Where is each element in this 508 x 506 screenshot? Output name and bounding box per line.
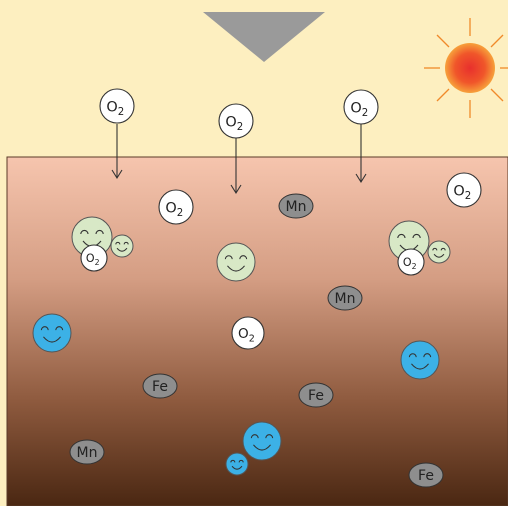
mineral-label: Mn: [286, 199, 307, 215]
oxygen-arrow: [111, 124, 123, 180]
sun-icon: [424, 18, 508, 118]
oxygen-symbol: O: [86, 252, 95, 265]
oxygen-molecule: O2: [99, 88, 135, 124]
oxygen-subscript: 2: [412, 262, 417, 271]
anaerobic-microbe-icon: [225, 452, 249, 476]
oxygen-symbol: O: [106, 99, 117, 115]
oxygen-arrow: [230, 138, 242, 195]
oxygen-molecule: O2: [231, 316, 265, 350]
svg-text:O2: O2: [165, 200, 183, 219]
oxygen-arrow: [355, 124, 367, 184]
oxygen-symbol: O: [238, 326, 249, 342]
mineral-label: Fe: [418, 468, 434, 484]
oxygen-symbol: O: [403, 256, 412, 269]
oxygen-subscript: 2: [95, 258, 100, 267]
anaerobic-microbe-icon: [242, 421, 282, 461]
oxygen-symbol: O: [225, 114, 236, 130]
mineral-label: Mn: [77, 445, 98, 461]
mineral-mn: Mn: [69, 439, 105, 465]
oxygen-molecule: O2: [218, 103, 254, 139]
oxygen-subscript: 2: [249, 334, 255, 345]
svg-text:O2: O2: [86, 252, 100, 267]
svg-text:O2: O2: [350, 100, 368, 119]
oxygen-symbol: O: [350, 100, 361, 116]
oxygen-molecule: O2: [158, 189, 194, 225]
oxygen-subscript: 2: [465, 191, 471, 202]
aerobic-microbe-icon: [427, 240, 451, 264]
svg-text:O2: O2: [106, 99, 124, 118]
mineral-mn: Mn: [278, 193, 314, 219]
oxygen-subscript: 2: [237, 122, 243, 133]
mineral-label: Mn: [335, 291, 356, 307]
anaerobic-microbe-icon: [32, 313, 72, 353]
mineral-label: Fe: [152, 379, 168, 395]
mineral-label: Fe: [308, 388, 324, 404]
oxygen-molecule: O2: [397, 248, 425, 276]
svg-text:O2: O2: [403, 256, 417, 271]
mineral-mn: Mn: [327, 285, 363, 311]
oxygen-subscript: 2: [118, 107, 124, 118]
oxygen-molecule: O2: [80, 244, 108, 272]
oxygen-subscript: 2: [177, 208, 183, 219]
mineral-fe: Fe: [142, 373, 178, 399]
oxygen-molecule: O2: [343, 89, 379, 125]
down-arrow-icon: [203, 12, 325, 62]
svg-text:O2: O2: [238, 326, 255, 345]
oxygen-symbol: O: [453, 183, 464, 199]
oxygen-symbol: O: [165, 200, 176, 216]
mineral-fe: Fe: [298, 382, 334, 408]
svg-text:O2: O2: [225, 114, 243, 133]
svg-text:O2: O2: [453, 183, 471, 202]
aerobic-microbe-icon: [110, 234, 134, 258]
anaerobic-microbe-icon: [400, 340, 440, 380]
oxygen-subscript: 2: [362, 108, 368, 119]
mineral-fe: Fe: [408, 462, 444, 488]
aerobic-microbe-icon: [216, 242, 256, 282]
oxygen-molecule: O2: [446, 172, 482, 208]
